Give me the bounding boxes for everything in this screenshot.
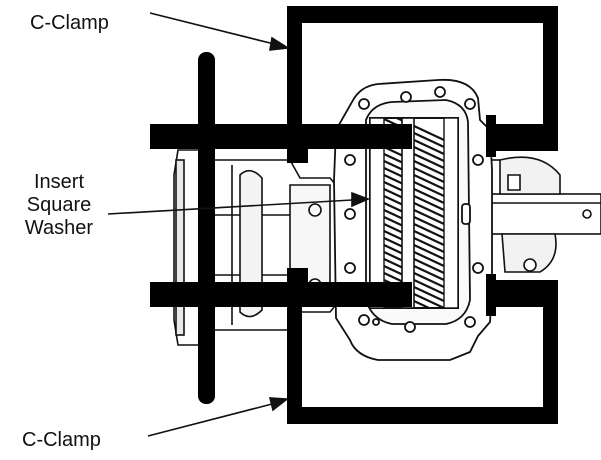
insert-label-line-3: Washer <box>24 217 94 239</box>
leader-bottom-clamp <box>147 403 273 437</box>
leader-washer <box>107 199 353 215</box>
t-handle <box>198 52 215 404</box>
leader-top-clamp <box>149 12 275 45</box>
bottom-c-clamp <box>287 268 558 424</box>
insert-label-line-1: Insert <box>33 171 85 193</box>
arrowhead-top <box>269 36 291 51</box>
clamp-screw-rods <box>150 124 412 307</box>
top-rod <box>150 124 412 149</box>
insert-square-washer-label: Insert Square Washer <box>10 171 108 240</box>
arrowhead-bottom <box>268 397 290 412</box>
top-c-clamp-label: C-Clamp <box>30 12 109 34</box>
arrowhead-washer <box>351 191 371 208</box>
bottom-c-clamp-label: C-Clamp <box>22 429 101 451</box>
bottom-rod <box>150 282 412 307</box>
leader-lines <box>107 12 371 437</box>
insert-label-line-2: Square <box>26 194 92 216</box>
bolt-holes <box>344 86 484 333</box>
top-c-clamp <box>287 6 558 163</box>
square-washer <box>401 117 415 309</box>
